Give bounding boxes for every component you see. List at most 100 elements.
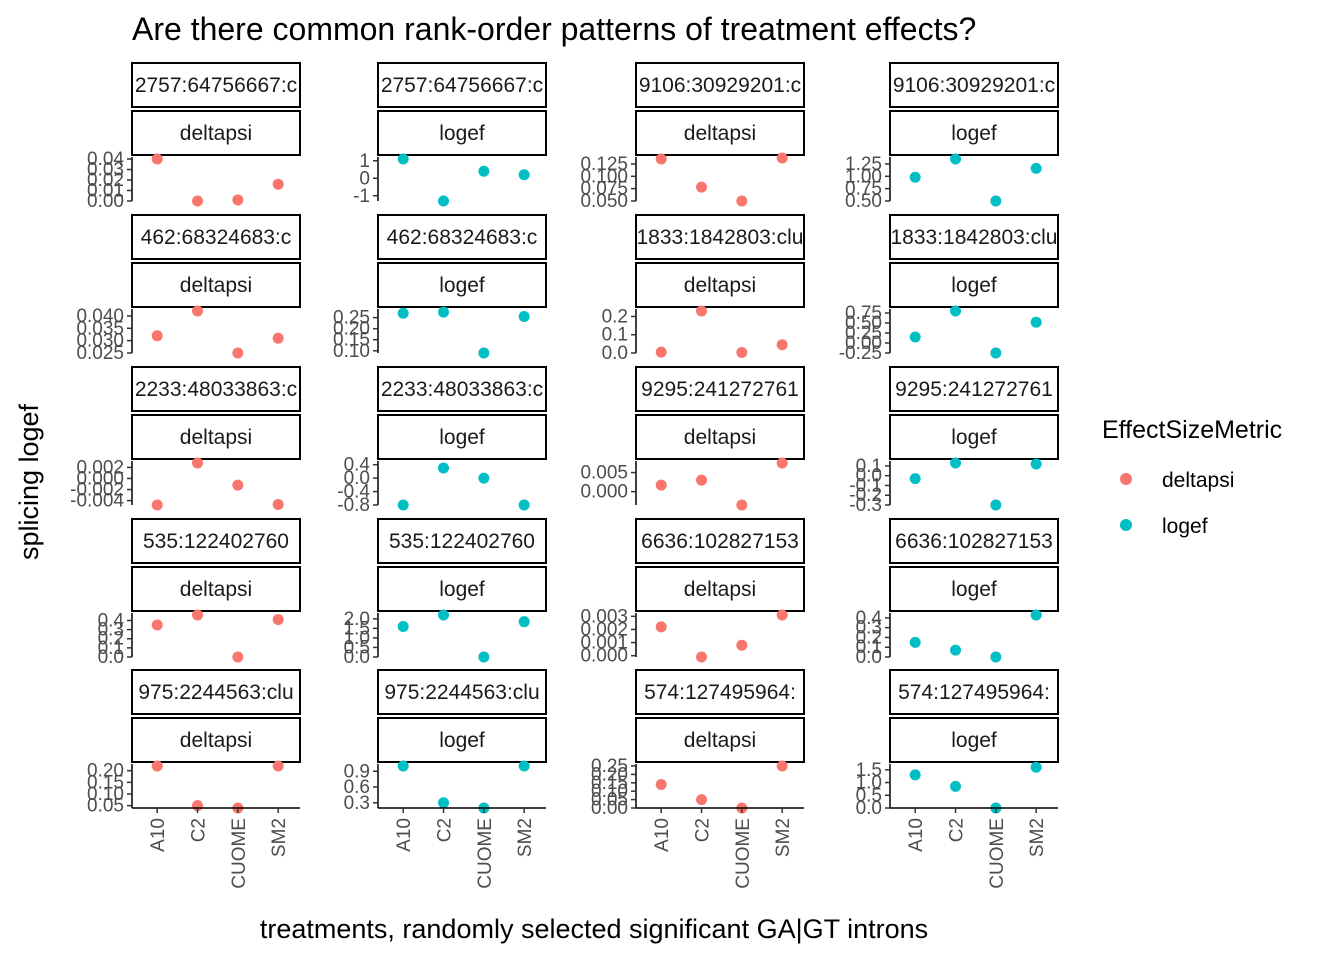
y-tick-label: 0.125: [580, 154, 628, 175]
x-tick-label: C2: [189, 818, 210, 842]
data-point: [990, 499, 1002, 511]
chart-title: Are there common rank-order patterns of …: [132, 11, 976, 47]
data-point: [696, 794, 708, 806]
data-point: [518, 499, 530, 511]
strip-intron-label: 9106:30929201:c: [639, 74, 801, 97]
y-tick-label: 0.02: [87, 170, 124, 191]
strip-intron-label: 2233:48033863:c: [135, 378, 297, 401]
data-point: [1030, 458, 1042, 470]
strip-metric-label: logef: [951, 578, 997, 601]
y-tick-label: 0.50: [845, 313, 882, 334]
y-tick-label: 0.4: [98, 610, 125, 631]
y-tick-label: 0.035: [76, 318, 124, 339]
y-tick-label: 0.10: [87, 784, 124, 805]
y-tick-label: 1: [359, 151, 370, 172]
strip-intron-label: 975:2244563:clu: [384, 681, 539, 704]
data-point: [909, 171, 921, 183]
y-tick-label: 0: [359, 168, 370, 189]
strip-intron: [889, 366, 1059, 412]
facet-panel: 2757:64756667:cdeltapsi0.000.010.020.030…: [87, 62, 301, 212]
data-point: [950, 780, 962, 792]
y-tick-label: 0.10: [591, 781, 628, 802]
data-point: [655, 153, 667, 165]
facet-panel: 9106:30929201:cdeltapsi0.0500.0750.1000.…: [580, 62, 805, 212]
strip-metric-label: deltapsi: [684, 426, 756, 449]
y-tick-label: 0.075: [580, 179, 628, 200]
data-point: [478, 165, 490, 177]
strip-intron: [131, 214, 301, 260]
x-tick-label: CUOME: [475, 818, 496, 889]
x-tick-label: CUOME: [987, 818, 1008, 889]
x-tick-label: A10: [906, 818, 927, 852]
y-tick-label: 0.002: [76, 457, 124, 478]
data-point: [1030, 609, 1042, 621]
y-tick-label: 0.0: [98, 647, 124, 668]
y-tick-label: 0.5: [856, 785, 882, 806]
strip-metric-label: deltapsi: [684, 729, 756, 752]
strip-intron: [635, 214, 805, 260]
strip-intron-label: 574:127495964:: [644, 681, 796, 704]
data-point: [151, 499, 163, 511]
facet-panel: 975:2244563:cludeltapsi0.050.100.150.20A…: [87, 669, 301, 889]
y-tick-label: -0.2: [849, 485, 882, 506]
data-point: [518, 311, 530, 323]
y-tick-label: 0.4: [856, 608, 883, 629]
y-tick-label: 0.000: [76, 468, 124, 489]
strip-metric: [377, 110, 547, 156]
y-tick-label: 0.0: [856, 798, 882, 819]
strip-intron-label: 2233:48033863:c: [381, 378, 543, 401]
y-tick-label: 0.025: [76, 343, 124, 364]
strip-metric: [377, 717, 547, 763]
data-point: [696, 181, 708, 193]
data-point: [990, 195, 1002, 207]
strip-intron: [889, 518, 1059, 564]
strip-metric: [131, 414, 301, 460]
strip-metric: [377, 262, 547, 308]
y-tick-label: 0.000: [580, 482, 628, 503]
y-tick-label: -1: [353, 186, 370, 207]
facet-panel: 462:68324683:cdeltapsi0.0250.0300.0350.0…: [76, 214, 301, 364]
data-point: [272, 178, 284, 190]
y-tick-label: 0.50: [845, 191, 882, 212]
x-tick-label: A10: [394, 818, 415, 852]
y-axis-title: splicing logef: [14, 403, 44, 560]
y-tick-label: 0.00: [591, 798, 628, 819]
strip-metric: [635, 566, 805, 612]
data-point: [696, 474, 708, 486]
y-tick-label: 0.000: [580, 646, 628, 667]
legend-label-logef: logef: [1162, 515, 1208, 538]
y-tick-label: 0.0: [856, 466, 882, 487]
x-tick-label: CUOME: [229, 818, 250, 889]
data-point: [990, 347, 1002, 359]
y-tick-label: 0.10: [333, 341, 370, 362]
data-point: [655, 778, 667, 790]
strip-metric-label: deltapsi: [684, 274, 756, 297]
x-tick-label: A10: [148, 818, 169, 852]
strip-metric-label: logef: [951, 729, 997, 752]
y-tick-label: 0.25: [845, 323, 882, 344]
strip-intron-label: 1833:1842803:clu: [637, 226, 804, 249]
data-point: [518, 760, 530, 772]
data-point: [518, 169, 530, 181]
y-tick-label: 0.100: [580, 166, 628, 187]
data-point: [478, 472, 490, 484]
y-tick-label: 0.2: [602, 306, 628, 327]
y-tick-label: 0.1: [856, 637, 882, 658]
data-point: [397, 760, 409, 772]
y-tick-label: 0.03: [87, 160, 124, 181]
x-tick-label: A10: [652, 818, 673, 852]
strip-intron: [635, 62, 805, 108]
y-tick-label: -0.25: [839, 343, 882, 364]
data-point: [655, 346, 667, 358]
y-tick-label: 0.75: [845, 179, 882, 200]
x-tick-label: CUOME: [733, 818, 754, 889]
strip-metric: [377, 414, 547, 460]
data-point: [696, 305, 708, 317]
strip-intron: [889, 669, 1059, 715]
strip-metric: [131, 262, 301, 308]
strip-intron: [377, 518, 547, 564]
strip-intron-label: 6636:102827153: [895, 530, 1053, 553]
